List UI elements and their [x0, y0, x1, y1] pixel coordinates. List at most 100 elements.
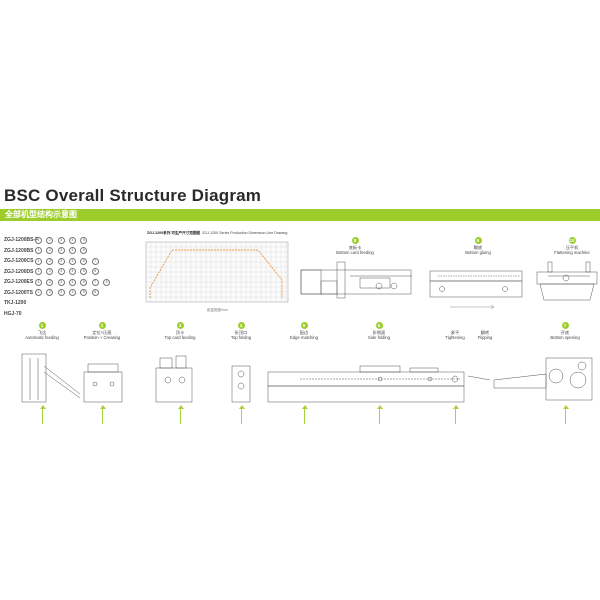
step-dash: -	[43, 279, 45, 285]
step-dash: -	[66, 279, 68, 285]
step-dash: -	[77, 290, 79, 296]
step-dash: -	[54, 279, 57, 285]
station-label-cn: 翻转	[480, 330, 490, 335]
model-step-number: 5	[80, 278, 88, 286]
step-dash: -	[100, 279, 102, 285]
model-step-number: 5	[80, 268, 88, 276]
model-name: ZGJ-1200ES	[4, 279, 34, 286]
model-step-number: 7	[91, 278, 99, 286]
model-name: ZGJ-1200TS	[4, 289, 33, 296]
page-title: BSC Overall Structure Diagram	[4, 186, 262, 205]
model-step-number: 2	[46, 289, 54, 297]
step-dash: -	[43, 269, 45, 275]
machine-flattening	[536, 261, 598, 301]
model-step-number: 4	[69, 278, 77, 286]
model-row: HGJ-70	[4, 309, 134, 320]
step-dash: -	[88, 258, 91, 264]
station-label-cn: 定位+压痕	[92, 330, 112, 335]
model-step-number: 3	[57, 247, 65, 255]
step-dash: -	[88, 290, 91, 296]
model-step-number: 4	[69, 236, 77, 244]
machine-top-card-feeding	[155, 355, 193, 403]
step-dash: -	[66, 248, 68, 254]
model-step-number: 2	[46, 278, 54, 286]
step-dash: -	[54, 290, 57, 296]
step-dash: -	[54, 258, 57, 264]
station-label-cn: 底板卡	[348, 245, 362, 250]
model-step-number: 4	[69, 268, 77, 276]
model-name: ZGJ-1200BS-F	[4, 237, 39, 244]
model-step-number: 2	[46, 236, 54, 244]
machine-top-folding	[231, 365, 251, 403]
step-dash: -	[88, 269, 91, 275]
model-step-number: 1	[35, 236, 42, 244]
model-step-number: 7	[91, 257, 99, 265]
step-dash: -	[43, 290, 45, 296]
model-step-number: 4	[69, 289, 77, 297]
step-number-badge: 7	[561, 322, 569, 329]
step-number-badge: 8	[351, 237, 359, 244]
model-step-number: 5	[80, 236, 88, 244]
station-label-en: Top card feeding	[164, 335, 196, 340]
chart-axis-label: 纸盒宽度/mm	[207, 308, 228, 312]
step-number-badge: 1	[38, 322, 46, 329]
step-dash: -	[43, 258, 45, 264]
step-dash: -	[43, 237, 45, 243]
step-number-badge: 3	[176, 322, 184, 329]
station-label-cn: 顶卡	[175, 330, 185, 335]
model-step-number: 2	[46, 247, 54, 255]
step-dash: -	[43, 248, 45, 254]
step-dash: -	[54, 269, 57, 275]
station-label-en: Automatic feeding	[25, 335, 59, 340]
station-label-cn: 折侧面	[372, 330, 386, 335]
model-step-number: 6	[91, 268, 99, 276]
model-step-number: 1	[35, 247, 42, 255]
model-step-number: 4	[69, 257, 77, 265]
step-dash: -	[54, 237, 57, 243]
step-dash: -	[88, 279, 91, 285]
step-number-badge: 5	[300, 322, 308, 329]
chart-title-cn: ZGJ-1200系列 可生产尺寸范围图	[147, 231, 201, 235]
step-number-badge: 10	[568, 237, 576, 244]
model-row: TKJ-1200	[4, 298, 134, 309]
model-step-number: 4	[69, 247, 77, 255]
station-label-cn: 压平机	[565, 245, 579, 250]
machine-bottom-card-feeding	[300, 261, 412, 299]
station-label-en: Bottom gluing	[465, 250, 491, 255]
model-name: HGJ-70	[4, 310, 22, 317]
station-label-en: Bottom card feeding	[336, 250, 374, 255]
step-dash: -	[77, 237, 79, 243]
machine-position-creasing	[83, 363, 123, 403]
model-name: ZGJ-1200BS	[4, 247, 34, 254]
up-arrow-icon	[301, 405, 308, 424]
machine-automatic-feeding	[21, 353, 81, 403]
model-step-number: 5	[80, 289, 88, 297]
station-label-en: Edge matching	[290, 335, 318, 340]
machine-edge-side-folding	[267, 365, 491, 403]
station-label-cn: 开底	[560, 330, 570, 335]
up-arrow-icon	[376, 405, 383, 424]
model-step-number: 6	[80, 257, 88, 265]
step-dash: -	[77, 269, 79, 275]
station-label-en: Flipping	[477, 335, 493, 340]
model-step-number: 2	[46, 268, 54, 276]
step-dash: -	[54, 248, 57, 254]
machine-bottom-gluing	[429, 270, 523, 310]
station-label-cn: 折顶口	[234, 330, 248, 335]
step-dash: -	[66, 269, 68, 275]
step-dash: -	[77, 258, 79, 264]
up-arrow-icon	[238, 405, 245, 424]
station-label-cn: 飞达	[37, 330, 47, 335]
dimension-chart	[145, 241, 289, 303]
model-name: TKJ-1200	[4, 300, 27, 307]
step-dash: -	[66, 258, 68, 264]
model-step-number: 3	[57, 257, 65, 265]
machine-bottom-opening	[493, 357, 593, 401]
